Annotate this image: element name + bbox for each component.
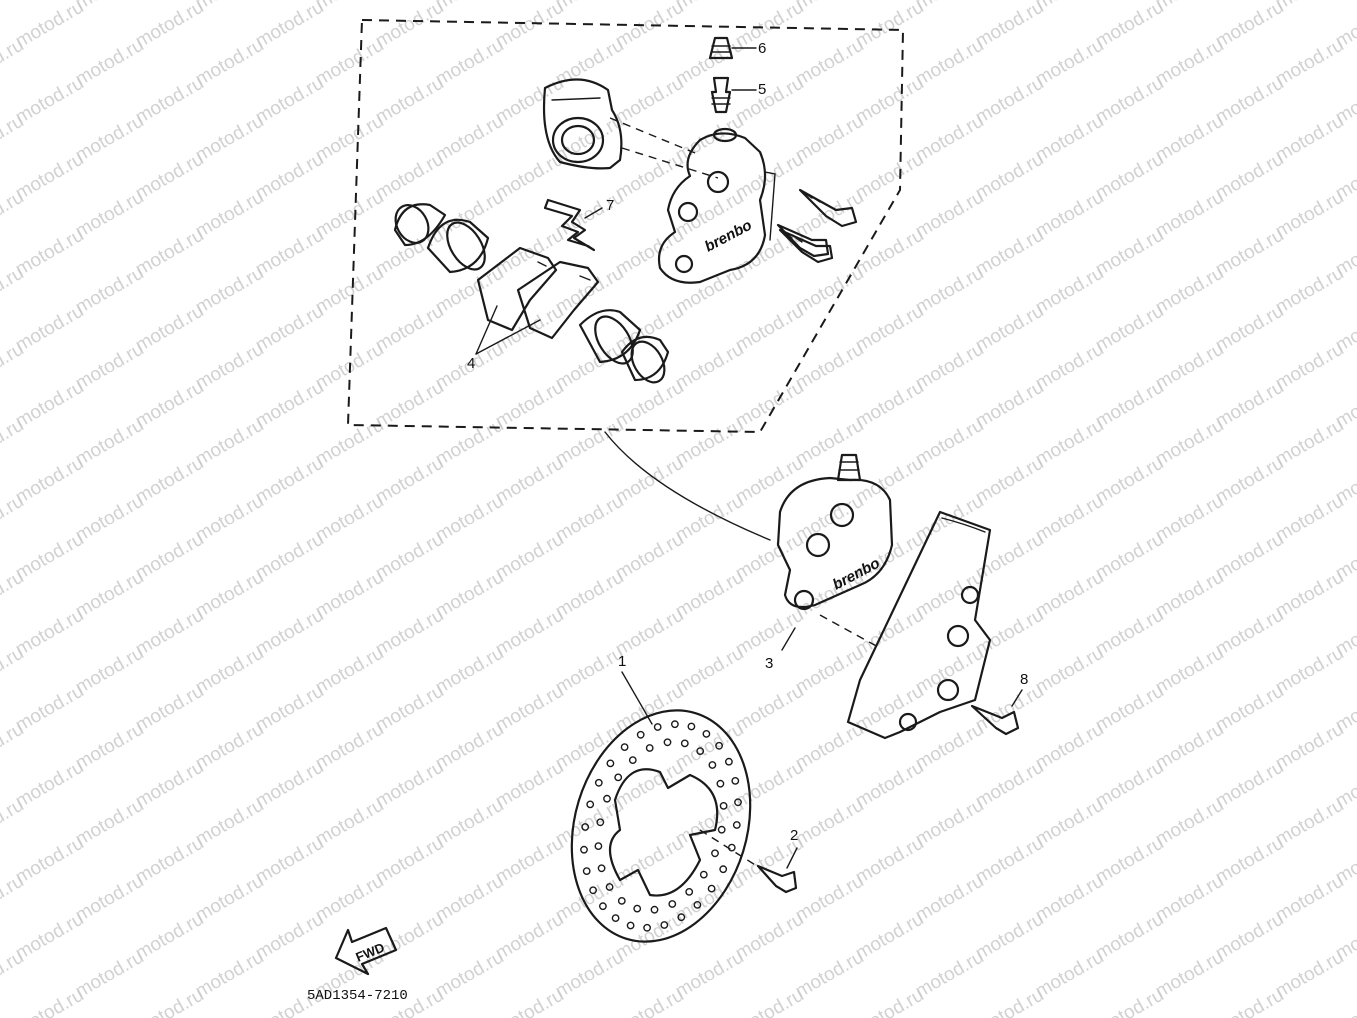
alignment-line [699,829,761,869]
disc-vent-hole [734,798,742,807]
disc-vent-hole [596,818,605,827]
alignment-line [609,117,701,156]
callout-4: 4 [467,355,475,372]
leader-2 [786,847,798,869]
bleed-screw-icon [710,76,732,114]
disc-vent-hole [580,845,588,854]
piston-seal-icon [393,203,447,247]
piston-icon [426,218,490,274]
disc-vent-hole [611,914,620,922]
disc-vent-hole [606,759,615,768]
brand-label-upper: brenbo [702,217,755,256]
caliper-bolt-icon [970,704,1020,736]
disc-vent-hole [643,923,651,932]
disc-vent-hole [650,905,659,914]
disc-vent-hole [677,913,686,922]
disc-vent-hole [653,723,662,731]
disc-vent-hole [717,825,726,834]
callout-2: 2 [790,827,798,844]
alignment-line [621,147,719,179]
disc-vent-hole [582,867,591,875]
callout-1: 1 [618,653,626,670]
caliper-bolt-icon [776,223,830,258]
callout-6: 6 [758,40,766,57]
brake-caliper-icon: brenbo [657,127,767,284]
disc-vent-hole [702,730,711,738]
caliper-bolt-icon [798,188,858,228]
disc-vent-hole [605,883,614,891]
disc-vent-hole [731,777,740,785]
disc-vent-hole [671,720,679,729]
disc-vent-hole [719,802,728,810]
callout-8: 8 [1020,671,1028,688]
callout-5: 5 [758,81,766,98]
callout-3: 3 [765,655,773,672]
disc-vent-hole [599,902,607,911]
fork-leg-icon [846,510,992,740]
disc-vent-hole [594,778,603,787]
disc-vent-hole [594,842,603,850]
disc-vent-hole [707,884,716,893]
disc-vent-hole [716,779,725,788]
disc-vent-hole [693,901,702,909]
leader-3 [781,627,796,651]
disc-vent-hole [636,730,645,739]
disc-vent-hole [628,756,637,764]
alignment-line [819,614,881,649]
disc-vent-hole [645,744,654,752]
disc-vent-hole [719,865,728,874]
brake-pad-icon [476,246,600,340]
disc-vent-hole [633,904,642,913]
bolt-bracket-line [764,171,776,241]
leader-7 [584,207,603,219]
disc-vent-hole [581,823,590,831]
part-code: 5AD1354-7210 [307,988,408,1004]
disc-vent-hole [715,741,723,750]
disc-vent-hole [680,739,689,748]
disc-vent-hole [614,773,623,782]
disc-vent-hole [603,794,611,803]
disc-vent-hole [732,821,741,829]
disc-vent-hole [660,921,669,929]
disc-vent-hole [668,900,677,908]
disc-vent-hole [620,743,629,751]
pad-spring-icon [543,198,596,252]
disc-vent-hole [626,921,635,930]
disc-vent-hole [696,747,705,755]
leader-4b [475,319,541,355]
leader-8 [1011,689,1023,707]
bleed-cap-icon [708,36,734,60]
assembled-caliper-icon: brenbo [776,453,894,611]
disc-vent-hole [727,843,736,852]
leader-1 [621,671,653,725]
callout-7: 7 [606,197,614,214]
caliper-outer-half-icon [542,78,623,170]
forward-arrow-icon: FWD [334,926,398,976]
disc-vent-hole [663,738,672,747]
brake-disc-icon [570,709,752,943]
disc-bolt-icon [756,864,798,894]
exploded-view-frame [346,18,905,434]
disc-vent-hole [725,757,733,766]
caliper-bolt-icon [778,228,834,264]
piston-seal-icon [620,335,670,384]
disc-vent-hole [708,761,717,769]
disc-vent-hole [685,888,694,896]
disc-vent-hole [687,722,696,731]
disc-vent-hole [699,870,708,879]
disc-vent-hole [597,864,606,873]
disc-vent-hole [589,886,597,895]
assembly-leader-line [604,431,771,541]
disc-vent-hole [711,849,719,858]
leader-4a [475,305,498,355]
disc-vent-hole [617,897,626,905]
disc-vent-hole [586,800,595,809]
